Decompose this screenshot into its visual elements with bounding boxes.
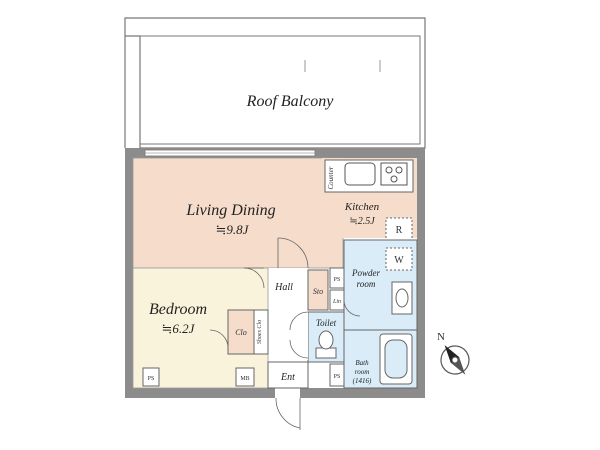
bedroom-closet: Clo (227, 309, 255, 355)
svg-text:PS: PS (334, 374, 341, 380)
pipe-space-2: PS (329, 363, 345, 387)
north-compass-icon (440, 345, 470, 375)
washer-space: W (385, 247, 413, 271)
toilet-label: Toilet (316, 318, 337, 328)
washer-label: W (394, 255, 404, 266)
kitchen-label: Kitchen (344, 201, 380, 213)
svg-text:Clo: Clo (235, 328, 247, 337)
kitchen-counter: Counter (324, 159, 414, 193)
entrance-area (267, 361, 309, 389)
outer-walls (125, 148, 425, 398)
shoes-closet: Shoes Clo (253, 309, 269, 355)
svg-text:PS: PS (334, 277, 341, 283)
compass-north-label: N (437, 331, 445, 343)
meter-box: MB (235, 367, 255, 387)
hall-label: Hall (274, 282, 293, 293)
svg-text:Shoes Clo: Shoes Clo (257, 320, 263, 344)
roof-balcony-area: Roof Balcony (124, 17, 426, 149)
powder-room-label-2: room (357, 279, 376, 289)
toilet-fixture (315, 330, 337, 359)
bath-room-label-2: room (355, 368, 370, 376)
living-dining-label: Living Dining (185, 202, 275, 219)
svg-text:PS: PS (148, 376, 155, 382)
living-dining-area (133, 158, 343, 268)
roof-balcony-label: Roof Balcony (246, 93, 335, 110)
bath-room-label-1: Bath (355, 359, 369, 367)
hall-area (268, 268, 308, 360)
bedroom-label: Bedroom (149, 301, 207, 318)
refrigerator-space: R (385, 217, 413, 241)
kitchen-size: ≒2.5J (349, 216, 375, 227)
svg-text:MB: MB (240, 376, 249, 382)
bathtub (379, 333, 413, 385)
powder-room-label-1: Powder (351, 268, 380, 278)
living-dining-size: ≒9.8J (216, 222, 250, 237)
linen-storage: Lin (329, 289, 345, 311)
doors (209, 237, 361, 430)
refrigerator-label: R (396, 225, 403, 236)
entrance-label: Ent (280, 372, 295, 383)
svg-text:Sto: Sto (313, 287, 323, 296)
bath-room-label-3: (1416) (353, 377, 372, 385)
pipe-space-1: PS (329, 267, 345, 289)
bedroom-pipe-space: PS (142, 367, 160, 387)
counter-label: Counter (327, 166, 335, 189)
svg-text:Lin: Lin (332, 299, 341, 305)
bedroom-size: ≒6.2J (162, 321, 196, 336)
storage-closet: Sto (307, 269, 329, 311)
washbasin (391, 281, 413, 315)
